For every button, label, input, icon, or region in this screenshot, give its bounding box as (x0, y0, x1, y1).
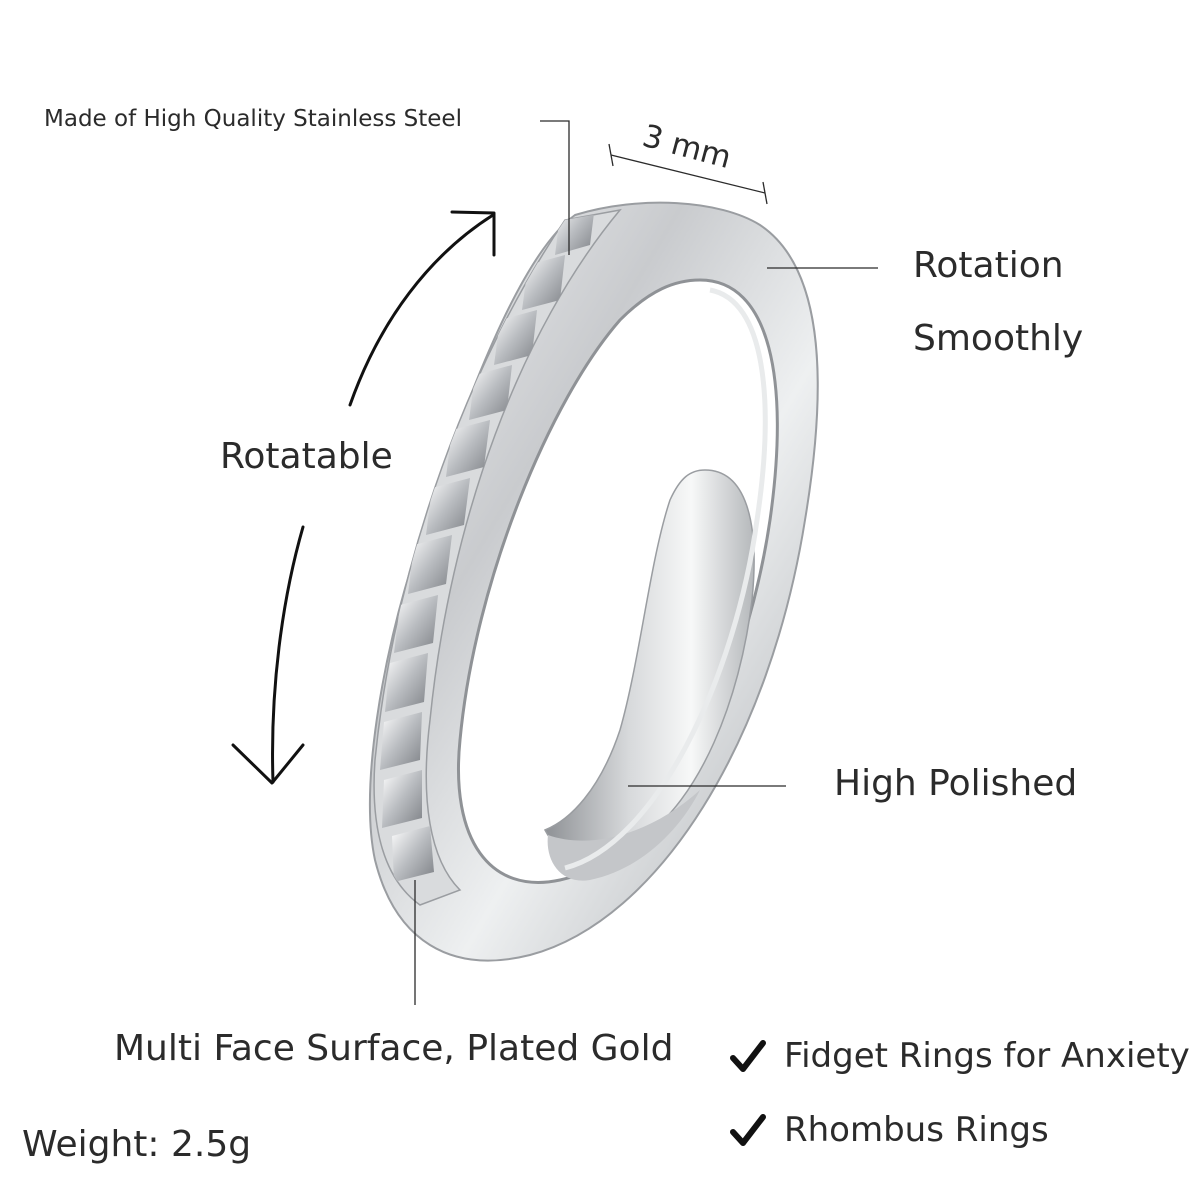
material-label: Made of High Quality Stainless Steel (44, 106, 462, 132)
rotatable-label: Rotatable (220, 436, 393, 477)
feature-item: Fidget Rings for Anxiety (730, 1036, 1190, 1076)
ring-band (369, 201, 819, 962)
feature-label: Rhombus Rings (784, 1110, 1049, 1150)
pyramid-studs (380, 210, 595, 882)
surface-label: Multi Face Surface, Plated Gold (114, 1028, 674, 1069)
feature-item: Rhombus Rings (730, 1110, 1049, 1150)
rotate-up-arrow-icon (348, 210, 496, 407)
rotate-down-arrow-icon (231, 525, 305, 785)
rotation-label-line2: Smoothly (913, 318, 1084, 359)
weight-label: Weight: 2.5g (22, 1124, 252, 1165)
check-icon (730, 1114, 766, 1146)
polished-label: High Polished (834, 763, 1078, 804)
check-icon (730, 1040, 766, 1072)
leader-lines (414, 120, 878, 1005)
rotation-label-line1: Rotation (913, 245, 1064, 286)
feature-label: Fidget Rings for Anxiety (784, 1036, 1190, 1076)
width-dimension (608, 143, 768, 205)
